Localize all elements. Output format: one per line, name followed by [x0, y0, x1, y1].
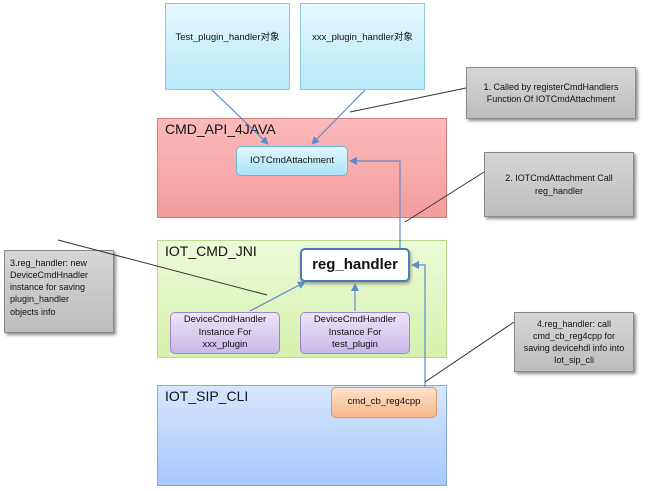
test-plugin-handler-label: Test_plugin_handler对象: [175, 31, 280, 43]
iotcmdattachment-node: IOTCmdAttachment: [236, 146, 348, 176]
cmd-cb-reg4cpp-node: cmd_cb_reg4cpp: [331, 387, 437, 418]
reg-handler-node: reg_handler: [300, 248, 410, 282]
callout-note-1: [349, 87, 467, 113]
device-cmd-handler-xxx-label: DeviceCmdHandler Instance For xxx_plugin: [183, 314, 267, 351]
device-cmd-handler-xxx-node: DeviceCmdHandler Instance For xxx_plugin: [170, 312, 280, 354]
cmd-api-layer-title: CMD_API_4JAVA: [165, 121, 276, 137]
iot-sip-cli-layer: IOT_SIP_CLI: [157, 385, 447, 486]
note-2-text: 2. IOTCmdAttachment Call reg_handler: [505, 173, 613, 196]
note-4: 4.reg_handler: call cmd_cb_reg4cpp for s…: [514, 312, 634, 372]
note-3: 3.reg_handler: new DeviceCmdHnadler inst…: [4, 250, 114, 333]
xxx-plugin-handler-label: xxx_plugin_handler对象: [312, 31, 413, 43]
note-2: 2. IOTCmdAttachment Call reg_handler: [484, 152, 634, 217]
note-3-text: 3.reg_handler: new DeviceCmdHnadler inst…: [10, 258, 89, 317]
note-1-text: 1. Called by registerCmdHandlers Functio…: [483, 81, 619, 104]
xxx-plugin-handler-object: xxx_plugin_handler对象: [300, 3, 425, 90]
reg-handler-label: reg_handler: [312, 256, 398, 274]
iot-cmd-jni-layer-title: IOT_CMD_JNI: [165, 243, 257, 259]
cmd-cb-reg4cpp-label: cmd_cb_reg4cpp: [347, 396, 421, 408]
device-cmd-handler-test-label: DeviceCmdHandler Instance For test_plugi…: [313, 314, 397, 351]
note-1: 1. Called by registerCmdHandlers Functio…: [466, 67, 636, 119]
iot-sip-cli-layer-title: IOT_SIP_CLI: [165, 388, 249, 404]
device-cmd-handler-test-node: DeviceCmdHandler Instance For test_plugi…: [300, 312, 410, 354]
test-plugin-handler-object: Test_plugin_handler对象: [165, 3, 290, 90]
note-4-text: 4.reg_handler: call cmd_cb_reg4cpp for s…: [523, 318, 625, 366]
iotcmdattachment-label: IOTCmdAttachment: [250, 154, 334, 166]
